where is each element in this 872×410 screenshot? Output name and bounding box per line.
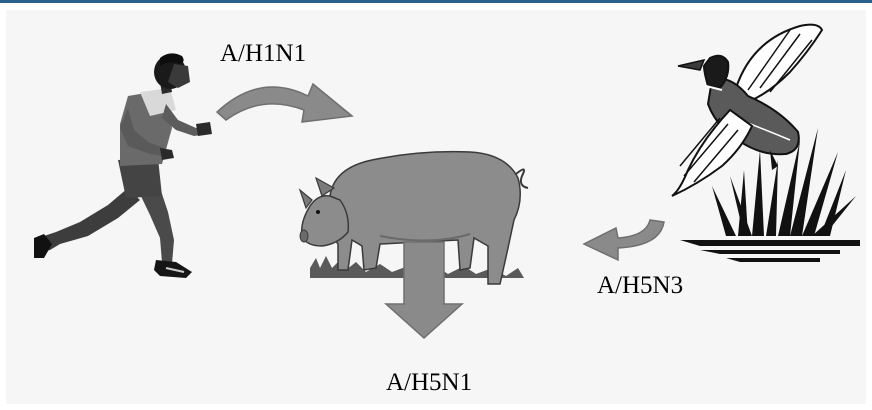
arrow-human-to-pig bbox=[217, 84, 352, 122]
flying-duck-icon bbox=[672, 25, 822, 196]
arrow-duck-to-pig bbox=[584, 220, 664, 260]
running-man-icon bbox=[34, 53, 212, 278]
label-duck-to-pig: A/H5N3 bbox=[597, 273, 683, 298]
label-human-to-pig: A/H1N1 bbox=[220, 41, 306, 66]
label-pig-output: A/H5N1 bbox=[386, 370, 472, 395]
arrow-pig-output bbox=[386, 242, 462, 338]
